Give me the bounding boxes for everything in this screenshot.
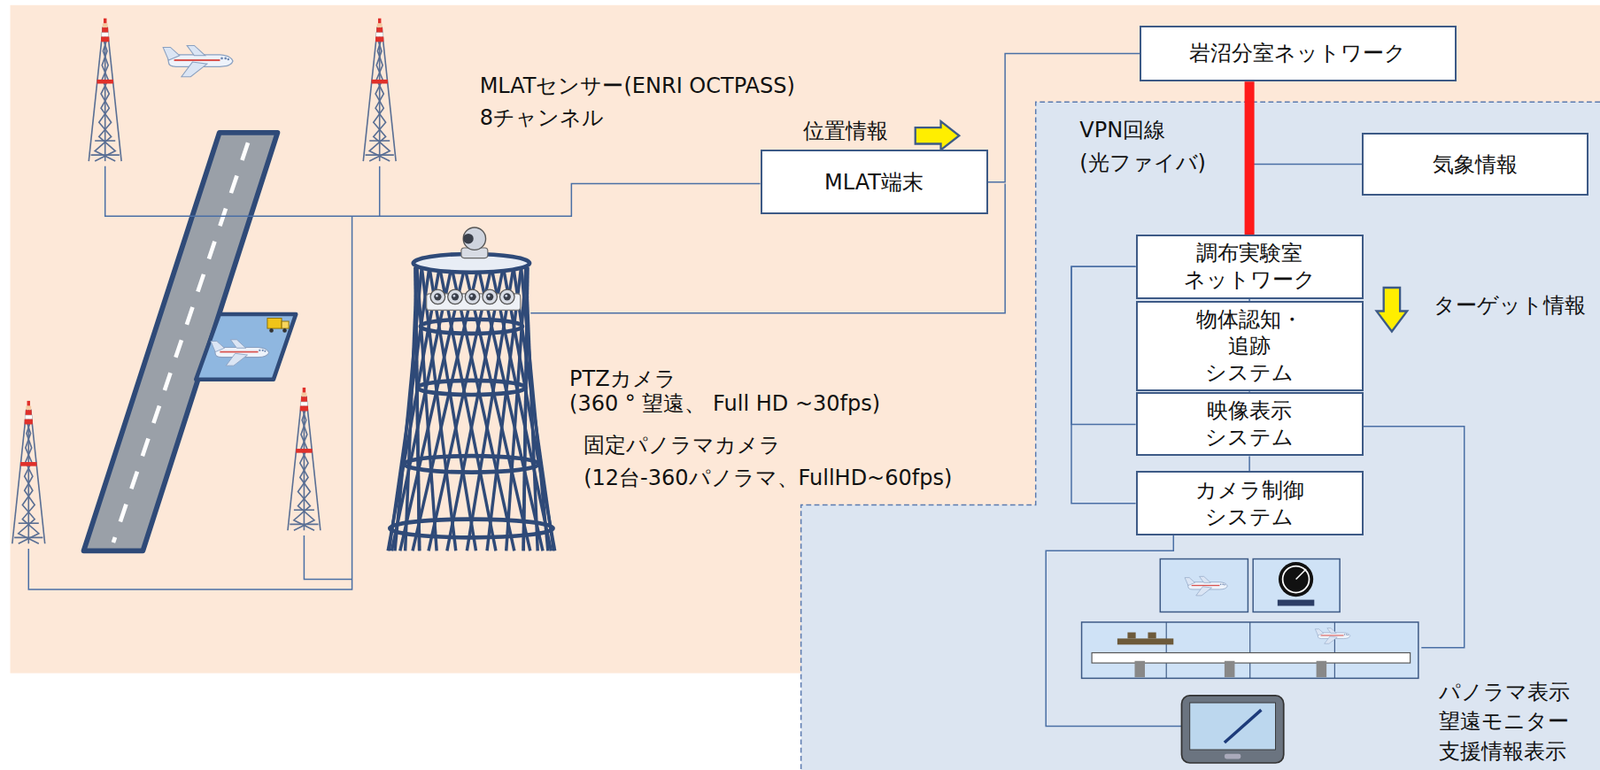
vpn-link xyxy=(1249,81,1251,235)
system-box: カメラ制御 システム xyxy=(1136,471,1364,536)
channel-label: 8チャンネル xyxy=(479,106,604,130)
link-label: (光ファイバ) xyxy=(1079,151,1206,175)
link-label: VPN回線 xyxy=(1079,118,1166,142)
network-line xyxy=(1071,266,1137,425)
network-line xyxy=(1249,456,1251,472)
network-box: 調布実験室 ネットワーク xyxy=(1136,234,1364,300)
box-text: カメラ制御 システム xyxy=(1195,477,1305,531)
terminal-box: MLAT端末 xyxy=(760,149,989,215)
box-text: MLAT端末 xyxy=(824,169,924,196)
camera-label: 固定パノラマカメラ xyxy=(583,433,781,457)
connector-line xyxy=(1248,456,1251,472)
connector-line xyxy=(1071,266,1137,503)
box-text: 映像表示 システム xyxy=(1205,397,1294,451)
camera-label: PTZカメラ xyxy=(569,367,677,391)
box-text: 調布実験室 ネットワーク xyxy=(1183,239,1316,294)
network-line xyxy=(1249,164,1362,236)
camera-spec: (360 ° 望遠、 Full HD ~30fps) xyxy=(569,392,881,416)
display-label: 支援情報表示 xyxy=(1438,740,1567,764)
connector-line xyxy=(1244,81,1255,235)
display-label: 望遠モニター xyxy=(1438,710,1570,734)
box-text: 気象情報 xyxy=(1432,151,1518,178)
camera-spec: (12台-360パノラマ、FullHD~60fps) xyxy=(583,466,952,490)
box-text: 岩沼分室ネットワーク xyxy=(1189,39,1407,67)
sensor-label: MLATセンサー(ENRI OCTPASS) xyxy=(479,74,796,98)
system-box: 物体認知・追跡 システム xyxy=(1136,301,1364,392)
network-line xyxy=(1071,266,1137,503)
network-box: 岩沼分室ネットワーク xyxy=(1139,25,1456,82)
connector-line xyxy=(1249,164,1362,236)
weather-box: 気象情報 xyxy=(1361,132,1589,196)
flow-label: 位置情報 xyxy=(803,119,889,143)
display-label: パノラマ表示 xyxy=(1438,680,1570,704)
system-box: 映像表示 システム xyxy=(1136,392,1364,457)
connector-line xyxy=(1071,266,1137,425)
flow-label: ターゲット情報 xyxy=(1433,293,1586,317)
box-text: 物体認知・追跡 システム xyxy=(1196,306,1303,387)
